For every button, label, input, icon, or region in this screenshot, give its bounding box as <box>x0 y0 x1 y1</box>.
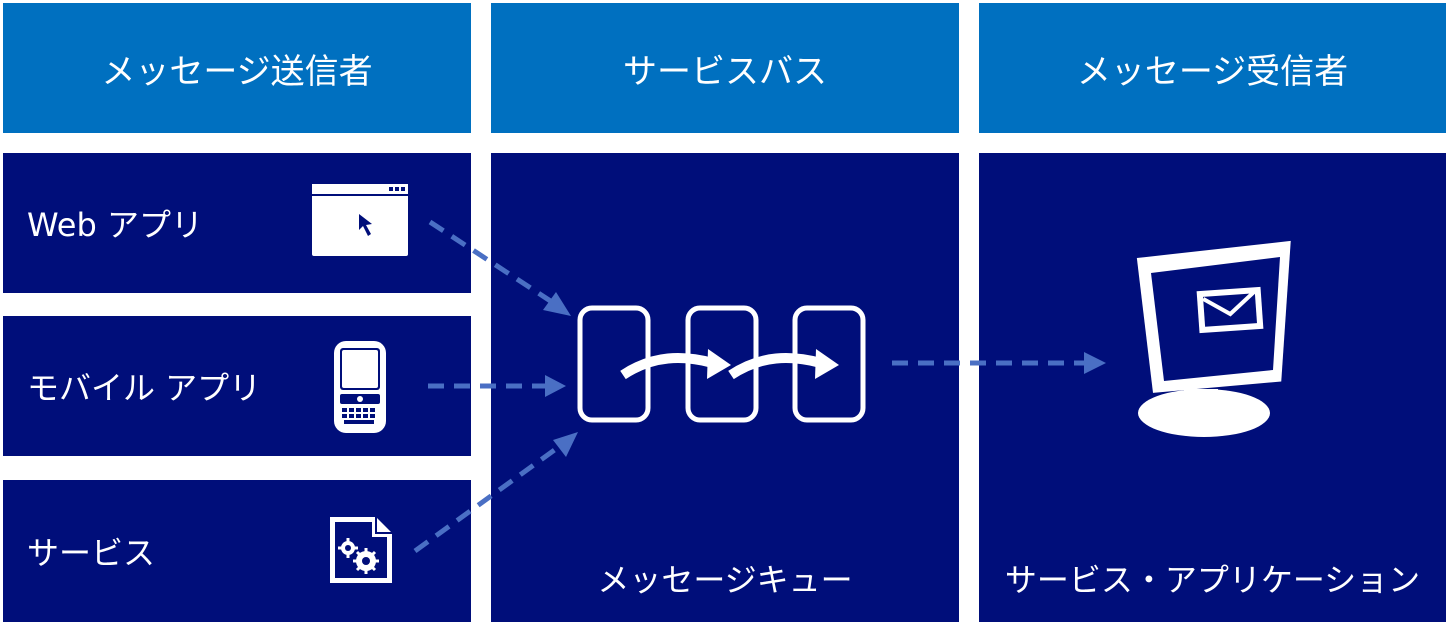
service-application-label: サービス・アプリケーション <box>1004 561 1421 599</box>
message-queue-label: メッセージキュー <box>597 561 853 599</box>
header-service-bus-label: サービスバス <box>623 51 827 92</box>
header-message-sender-label: メッセージ送信者 <box>101 51 373 92</box>
header-message-receiver-label: メッセージ受信者 <box>1076 51 1349 92</box>
header-message-receiver: メッセージ受信者 <box>979 3 1446 133</box>
sender-mobile-app: モバイル アプリ <box>3 316 471 456</box>
receiver-panel: サービス・アプリケーション <box>979 153 1446 622</box>
sender-web-app: Web アプリ <box>3 153 471 293</box>
header-service-bus: サービスバス <box>491 3 959 133</box>
header-message-sender: メッセージ送信者 <box>3 3 471 133</box>
sender-service: サービス <box>3 480 471 622</box>
sender-service-label: サービス <box>27 534 156 572</box>
browser-window-icon <box>312 184 408 256</box>
service-document-icon <box>330 517 392 583</box>
mail-monitor-icon <box>1136 240 1291 437</box>
mobile-phone-icon <box>334 341 386 433</box>
message-queue-icon <box>577 305 866 423</box>
sender-mobile-app-label: モバイル アプリ <box>27 369 262 407</box>
service-bus-panel: メッセージキュー <box>491 153 959 622</box>
sender-web-app-label: Web アプリ <box>27 206 203 244</box>
